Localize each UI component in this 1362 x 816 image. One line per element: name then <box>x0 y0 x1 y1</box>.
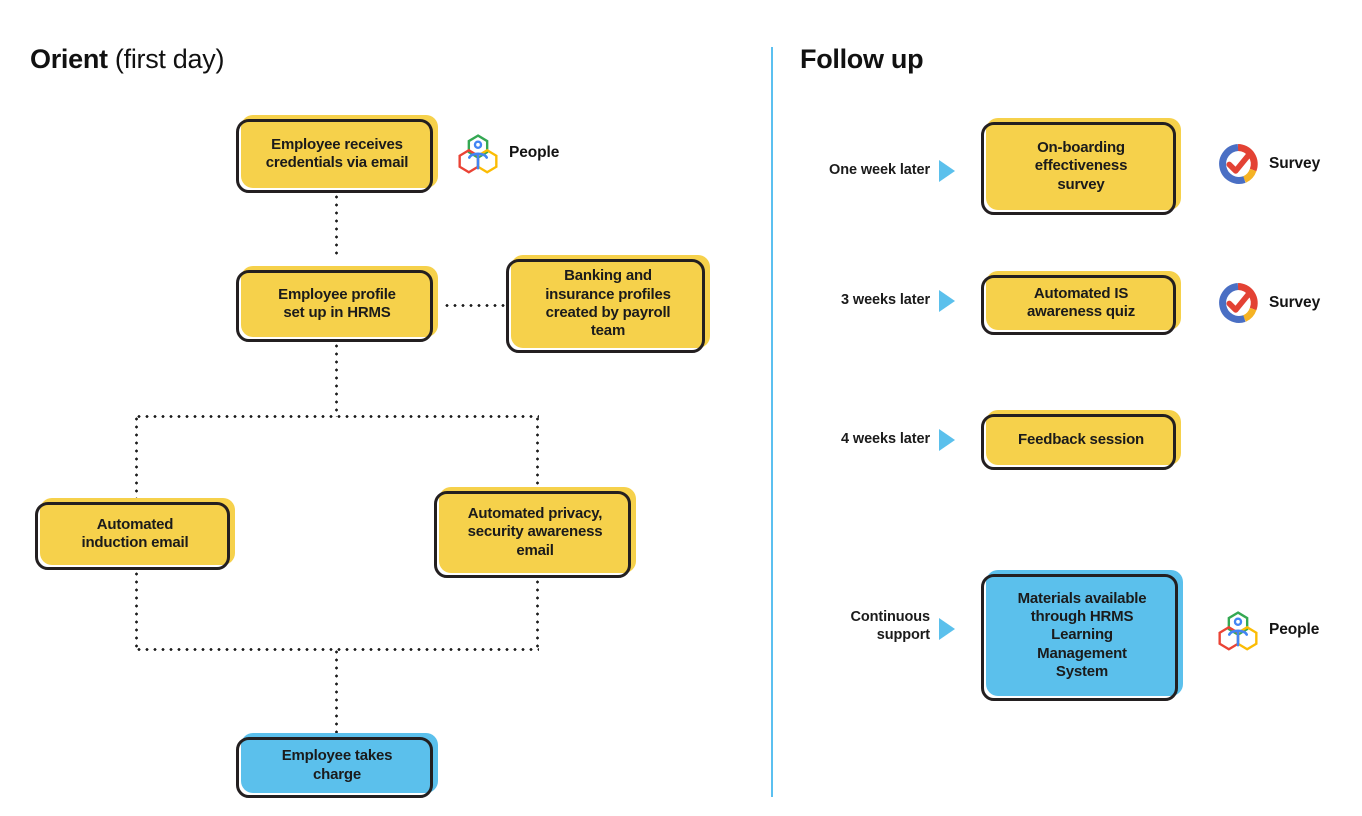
connector-branch-left-down <box>135 415 138 498</box>
node-label: Materials available through HRMS Learnin… <box>1017 589 1147 680</box>
followup-title-strong: Follow up <box>800 44 924 74</box>
node-fill <box>986 410 1181 465</box>
node-frame <box>981 574 1178 701</box>
page-title-followup: Follow up <box>800 44 924 75</box>
connector-merge-to-takescharge <box>335 648 338 733</box>
stage-label-continuous-support: Continuous support <box>850 609 930 644</box>
node-automated-privacy-email[interactable]: Automated privacy, security awareness em… <box>434 487 636 578</box>
node-employee-takes-charge[interactable]: Employee takes charge <box>236 733 438 798</box>
arrow-icon-4-weeks <box>939 429 955 451</box>
node-label: On-boarding effectiveness survey <box>1034 139 1128 193</box>
node-frame <box>506 259 705 353</box>
connector-privacy-to-merge <box>536 578 539 650</box>
stage-label-4-weeks-later: 4 weeks later <box>841 431 930 447</box>
people-icon <box>458 134 498 174</box>
legend-survey-one-week: Survey <box>1216 142 1320 186</box>
connector-hrms-to-branch <box>335 342 338 417</box>
node-label: Employee receives credentials via email <box>265 135 409 171</box>
node-fill <box>439 487 636 573</box>
people-icon <box>1218 611 1258 651</box>
node-frame <box>236 270 433 342</box>
node-label: Automated IS awareness quiz <box>1026 284 1136 320</box>
arrow-icon-3-weeks <box>939 290 955 312</box>
page-title-orient: Orient (first day) <box>30 44 224 75</box>
connector-hrms-to-banking <box>443 304 506 307</box>
node-label: Automated induction email <box>81 515 189 551</box>
panel-divider <box>771 47 773 797</box>
node-onboarding-effectiveness-survey[interactable]: On-boarding effectiveness survey <box>981 118 1181 215</box>
legend-caption: Survey <box>1269 294 1321 311</box>
survey-icon <box>1219 144 1258 184</box>
node-label: Employee takes charge <box>281 747 393 783</box>
node-fill <box>986 570 1183 696</box>
node-materials-hrms-lms[interactable]: Materials available through HRMS Learnin… <box>981 570 1183 701</box>
connector-induction-to-merge <box>135 570 138 650</box>
node-fill <box>241 266 438 337</box>
node-fill <box>241 733 438 793</box>
node-label: Banking and insurance profiles created b… <box>545 267 671 340</box>
node-employee-receives-credentials[interactable]: Employee receives credentials via email <box>236 115 438 193</box>
node-frame <box>236 737 433 798</box>
node-fill <box>241 115 438 188</box>
legend-people-continuous: People <box>1216 608 1319 652</box>
node-feedback-session[interactable]: Feedback session <box>981 410 1181 470</box>
legend-survey-3-weeks: Survey <box>1216 281 1320 325</box>
node-banking-insurance-profiles[interactable]: Banking and insurance profiles created b… <box>506 255 710 353</box>
node-frame <box>981 275 1176 335</box>
connector-credentials-to-hrms <box>335 193 338 258</box>
node-frame <box>981 122 1176 215</box>
survey-icon <box>1219 283 1258 323</box>
node-label: Automated privacy, security awareness em… <box>467 505 603 559</box>
node-frame <box>434 491 631 578</box>
node-fill <box>986 271 1181 330</box>
node-fill <box>40 498 235 565</box>
connector-branch-horizontal <box>135 415 539 418</box>
stage-label-one-week-later: One week later <box>829 162 930 178</box>
node-employee-profile-hrms[interactable]: Employee profile set up in HRMS <box>236 266 438 342</box>
orient-title-light: (first day) <box>107 44 225 74</box>
node-label: Employee profile set up in HRMS <box>278 285 396 321</box>
orient-title-strong: Orient <box>30 44 108 74</box>
node-automated-is-awareness-quiz[interactable]: Automated IS awareness quiz <box>981 271 1181 335</box>
node-frame <box>981 414 1176 470</box>
stage-label-3-weeks-later: 3 weeks later <box>841 292 930 308</box>
connector-branch-right-down <box>536 415 539 487</box>
node-frame <box>35 502 230 570</box>
legend-caption: Survey <box>1269 155 1321 172</box>
legend-people-orient: People <box>456 131 559 175</box>
node-automated-induction-email[interactable]: Automated induction email <box>35 498 235 570</box>
arrow-icon-continuous <box>939 618 955 640</box>
legend-caption: People <box>509 144 560 161</box>
node-label: Feedback session <box>1017 430 1145 448</box>
legend-caption: People <box>1269 621 1320 638</box>
arrow-icon-one-week <box>939 160 955 182</box>
node-frame <box>236 119 433 193</box>
node-fill <box>986 118 1181 210</box>
node-fill <box>511 255 710 348</box>
